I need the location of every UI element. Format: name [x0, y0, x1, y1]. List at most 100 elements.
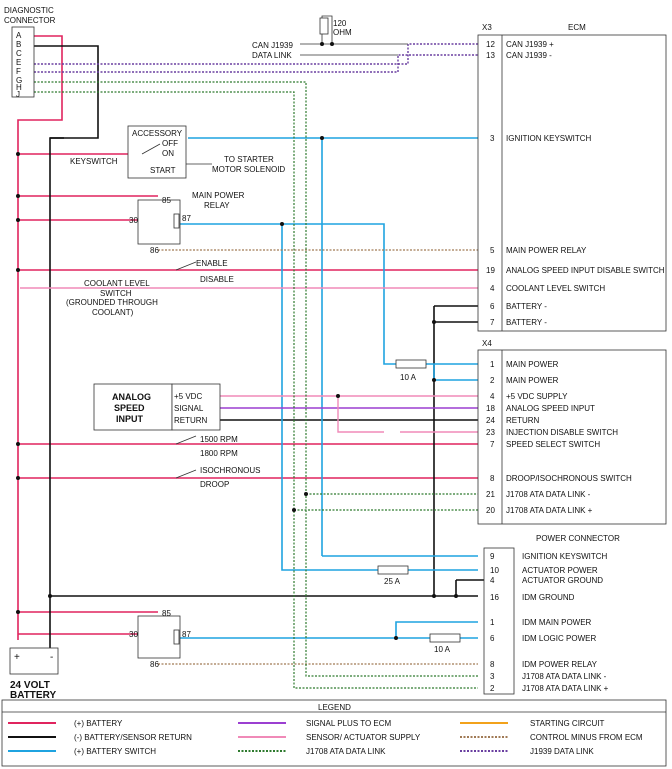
main-power-relay: 85 30 87 86 MAIN POWER RELAY [129, 191, 245, 255]
diag-title-2: CONNECTOR [4, 16, 56, 25]
coolant-level-switch: COOLANT LEVEL SWITCH (GROUNDED THROUGH C… [66, 279, 158, 317]
relay2-30: 30 [129, 630, 138, 639]
x3-pin-label: ANALOG SPEED INPUT DISABLE SWITCH [506, 266, 665, 275]
ks-to1: TO STARTER [224, 155, 274, 164]
x4-pin-num: 20 [486, 506, 495, 515]
x3-pin-label: BATTERY - [506, 302, 547, 311]
x4-pin-num: 23 [486, 428, 495, 437]
battery-plus: + [14, 652, 20, 663]
ks-off: OFF [162, 139, 178, 148]
x4-pin-label: MAIN POWER [506, 360, 559, 369]
fuse2-label: 25 A [384, 577, 401, 586]
battery: + - 24 VOLT BATTERY [9, 647, 59, 701]
pc-pin-label: J1708 ATA DATA LINK + [522, 684, 609, 693]
pc-pin-label: IDM MAIN POWER [522, 618, 592, 627]
coolant-l4: COOLANT) [92, 308, 134, 317]
legend-item: J1939 DATA LINK [530, 747, 594, 756]
legend-item: J1708 ATA DATA LINK [306, 747, 386, 756]
disable-label: DISABLE [200, 275, 234, 284]
x4-pin-label: SPEED SELECT SWITCH [506, 440, 600, 449]
can-label-2: DATA LINK [252, 51, 292, 60]
relay2-87: 87 [182, 630, 191, 639]
x4-label: X4 [482, 339, 492, 348]
power-connector: POWER CONNECTOR 9 IGNITION KEYSWITCH 10 … [483, 534, 620, 695]
pc-pin-num: 8 [490, 660, 495, 669]
pc-pin-num: 4 [490, 576, 495, 585]
pc-pin-num: 6 [490, 634, 495, 643]
x3-pin-label: CAN J1939 - [506, 51, 552, 60]
fuse-icon [395, 359, 427, 369]
x4-pin-num: 24 [486, 416, 495, 425]
resistor-value: 120 [333, 19, 347, 28]
legend-item: SIGNAL PLUS TO ECM [306, 719, 392, 728]
x4-pin-label: ANALOG SPEED INPUT [506, 404, 595, 413]
diag-title-1: DIAGNOSTIC [4, 6, 54, 15]
legend-item: (-) BATTERY/SENSOR RETURN [74, 733, 192, 742]
analog-l1: ANALOG [112, 392, 151, 402]
keyswitch-block: ACCESSORY OFF ON START KEYSWITCH TO STAR… [70, 125, 285, 179]
fuse1-label: 10 A [400, 373, 417, 382]
x4-pin-label: INJECTION DISABLE SWITCH [506, 428, 618, 437]
x4-pin-num: 2 [490, 376, 495, 385]
x4-pin-label: DROOP/ISOCHRONOUS SWITCH [506, 474, 632, 483]
ks-on: ON [162, 149, 174, 158]
coolant-l2: SWITCH [100, 289, 132, 298]
x3-pin-num: 13 [486, 51, 495, 60]
legend: LEGEND (+) BATTERY SIGNAL PLUS TO ECM ST… [1, 699, 667, 767]
rpm-b: 1800 RPM [200, 449, 238, 458]
ecm-x4: X4 1 MAIN POWER 2 MAIN POWER 4 +5 VDC SU… [477, 339, 667, 525]
x3-pin-num: 7 [490, 318, 495, 327]
x4-pin-num: 7 [490, 440, 495, 449]
battery-l2: BATTERY [10, 690, 56, 701]
legend-item: STARTING CIRCUIT [530, 719, 604, 728]
coolant-l1: COOLANT LEVEL [84, 279, 150, 288]
can-label-1: CAN J1939 [252, 41, 293, 50]
x3-pin-label: BATTERY - [506, 318, 547, 327]
diag-pin: E [16, 58, 21, 67]
legend-item: (+) BATTERY SWITCH [74, 747, 156, 756]
pc-pin-label: ACTUATOR GROUND [522, 576, 603, 585]
battery-l1: 24 VOLT [10, 680, 50, 691]
diag-pin: F [16, 67, 21, 76]
relay1-85: 85 [162, 196, 171, 205]
pc-pin-label: IDM GROUND [522, 593, 575, 602]
diag-pin: H [16, 83, 22, 92]
pc-pin-num: 2 [490, 684, 495, 693]
x4-pin-num: 8 [490, 474, 495, 483]
wires [17, 15, 488, 689]
relay2-85: 85 [162, 609, 171, 618]
pc-pin-label: J1708 ATA DATA LINK - [522, 672, 607, 681]
idm-relay: 85 30 87 86 [129, 609, 191, 669]
analog-p1: +5 VDC [174, 392, 202, 401]
rpm-a: 1500 RPM [200, 435, 238, 444]
coolant-l3: (GROUNDED THROUGH [66, 298, 158, 307]
relay1-title-2: RELAY [204, 201, 230, 210]
x4-pin-label: RETURN [506, 416, 540, 425]
x3-pin-num: 5 [490, 246, 495, 255]
diag-pin: J [16, 90, 20, 99]
fuse3-label: 10 A [434, 645, 451, 654]
analog-l3: INPUT [116, 414, 144, 424]
x3-pin-label: CAN J1939 + [506, 40, 554, 49]
relay1-title-1: MAIN POWER [192, 191, 245, 200]
pc-pin-num: 10 [490, 566, 499, 575]
ks-start: START [150, 166, 176, 175]
ks-accessory: ACCESSORY [132, 129, 183, 138]
x4-pin-num: 18 [486, 404, 495, 413]
x3-pin-num: 3 [490, 134, 495, 143]
x4-pin-num: 4 [490, 392, 495, 401]
x3-label: X3 [482, 23, 492, 32]
relay1-87: 87 [182, 214, 191, 223]
pc-pin-label: IDM LOGIC POWER [522, 634, 596, 643]
x3-pin-label: IGNITION KEYSWITCH [506, 134, 592, 143]
x4-pin-label: J1708 ATA DATA LINK - [506, 490, 591, 499]
legend-item: CONTROL MINUS FROM ECM [530, 733, 643, 742]
ecm-x3: X3 ECM 12 CAN J1939 + 13 CAN J1939 - 3 I… [477, 23, 667, 332]
ks-to2: MOTOR SOLENOID [212, 165, 285, 174]
analog-l2: SPEED [114, 403, 145, 413]
resistor-unit: OHM [333, 28, 352, 37]
ecm-title: ECM [568, 23, 586, 32]
diag-pin: G [16, 76, 22, 85]
